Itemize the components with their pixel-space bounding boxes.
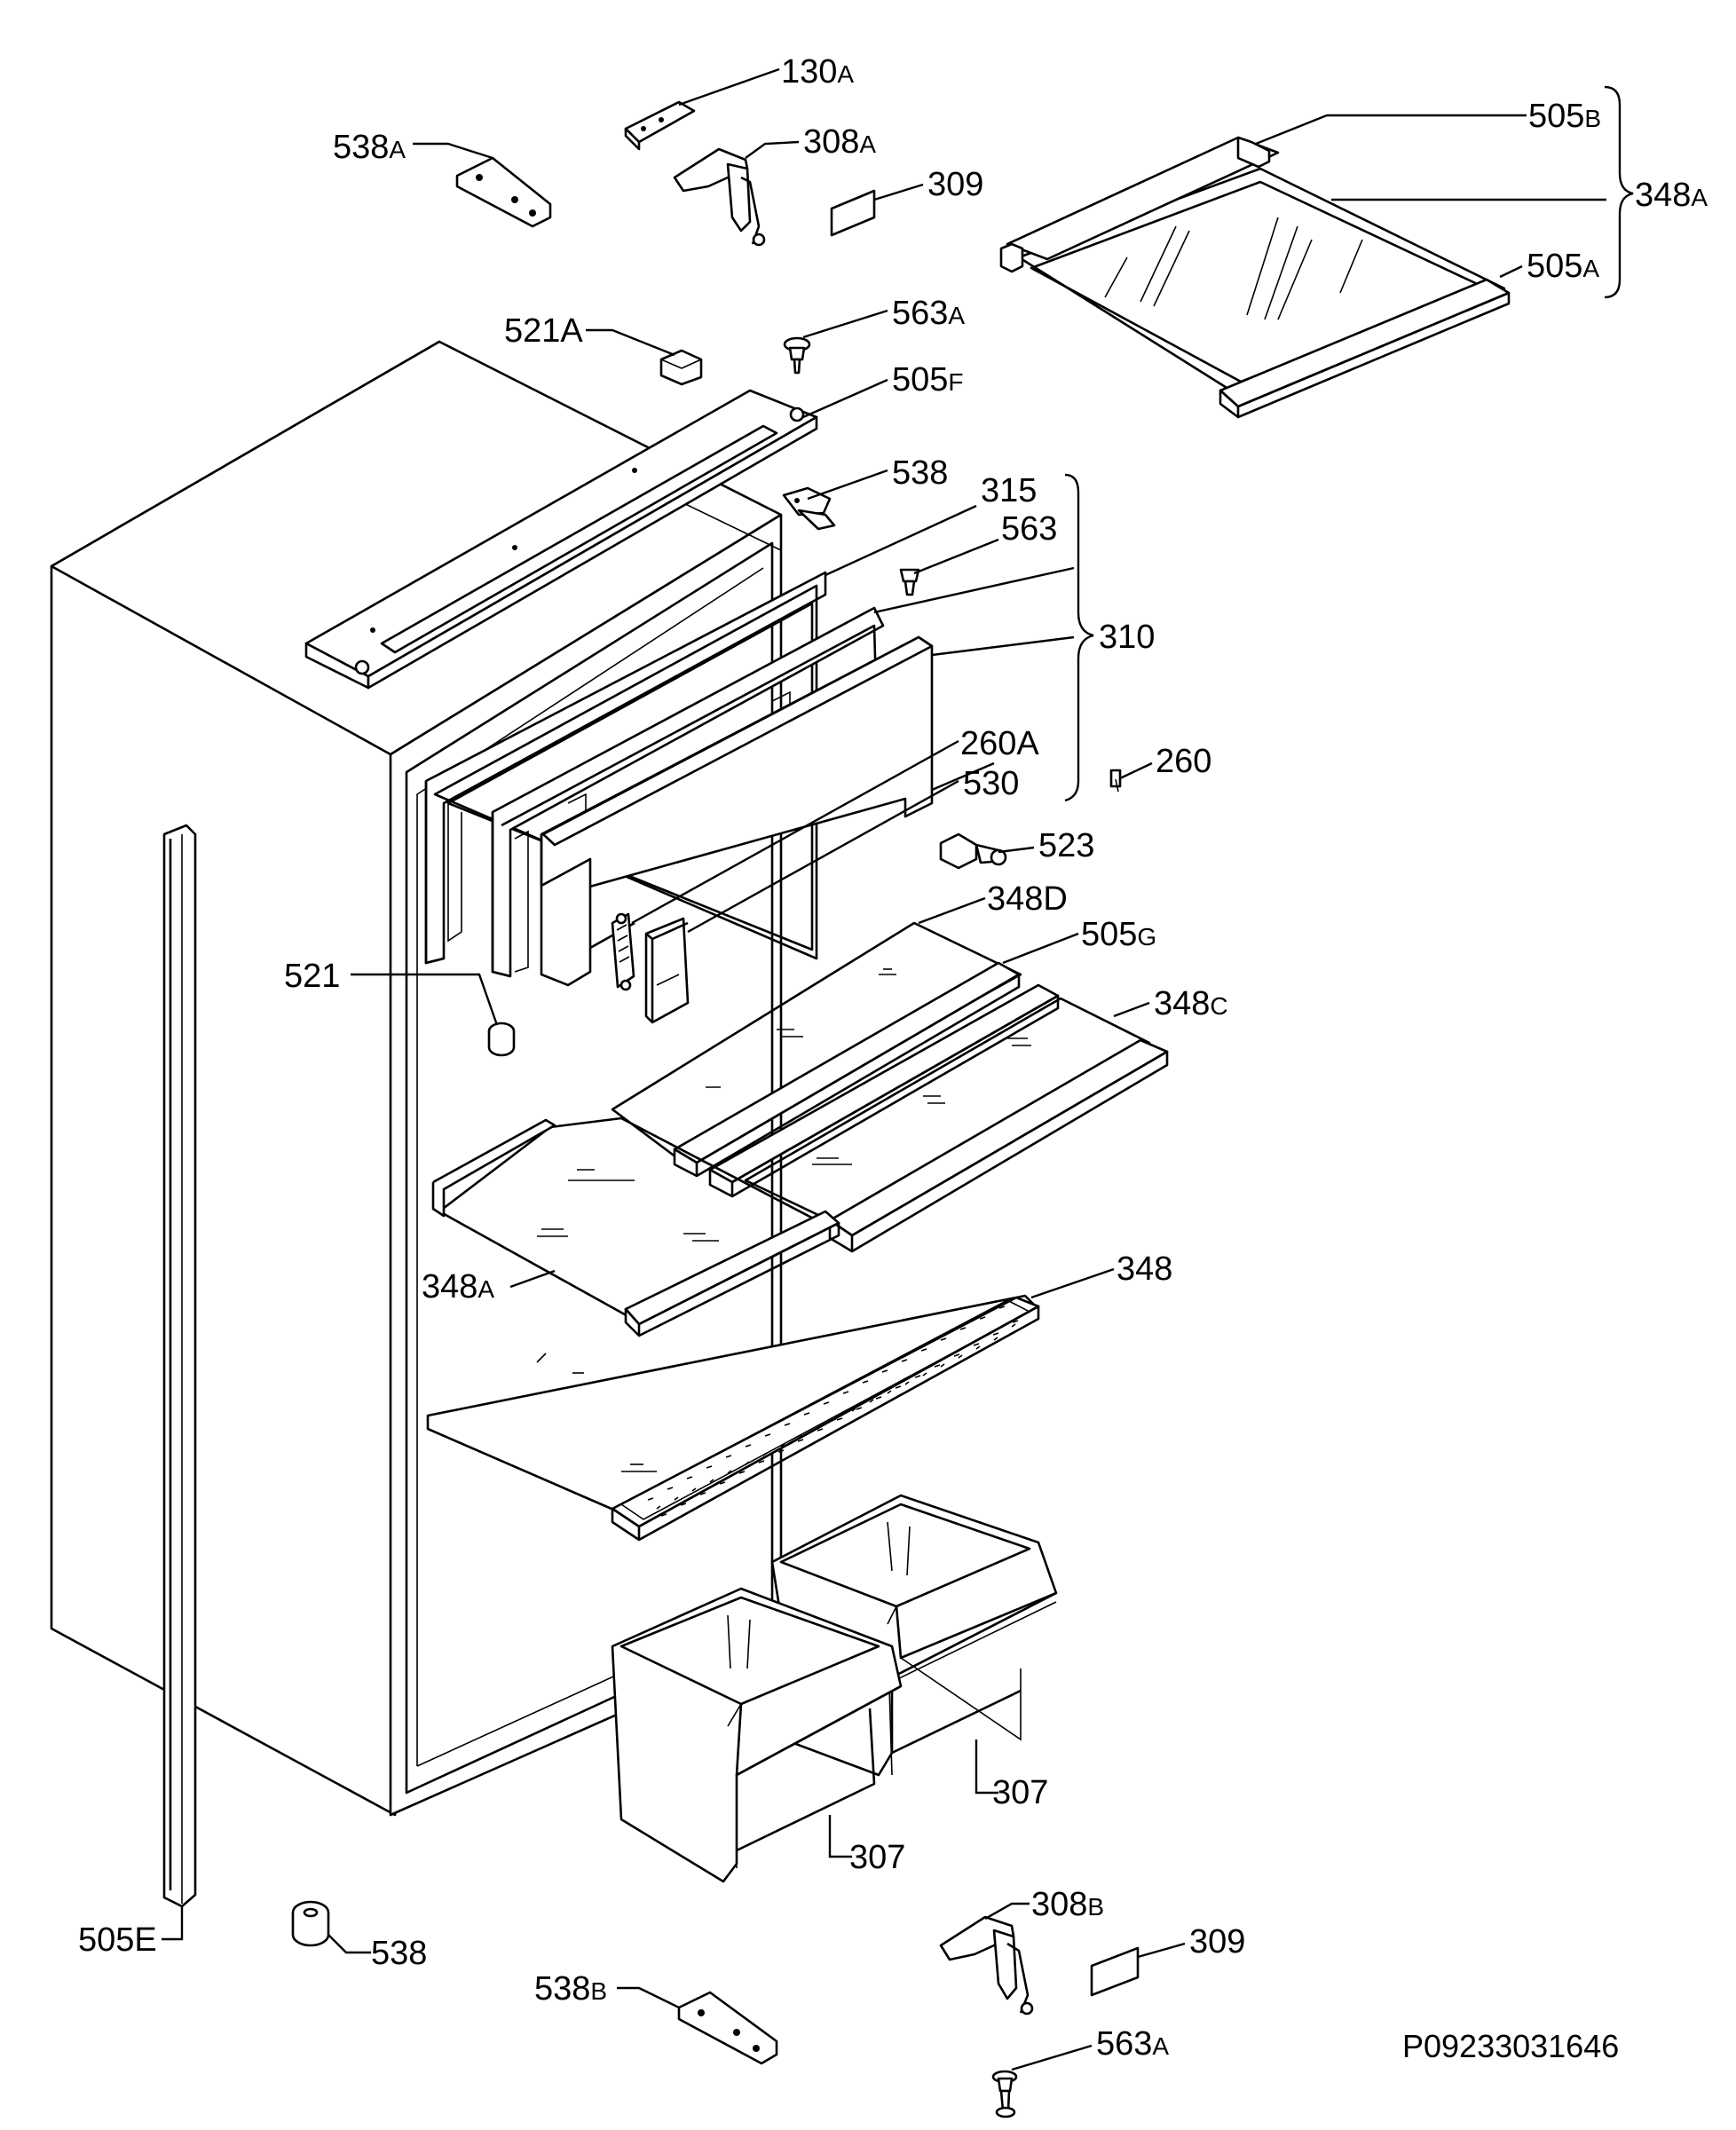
label-315: 315 (981, 472, 1037, 509)
part-260-clip (1109, 769, 1122, 793)
label-521: 521 (284, 958, 340, 995)
label-538b: 538B (534, 1970, 607, 2008)
leader-lines (162, 67, 1634, 2071)
label-348a-top: 348A (1635, 177, 1708, 214)
label-348d: 348D (987, 880, 1068, 918)
label-563: 563 (1001, 510, 1057, 548)
label-505g: 505G (1081, 916, 1156, 953)
part-308a-hinge (673, 147, 766, 247)
label-505a: 505A (1527, 248, 1599, 285)
label-348a-mid: 348A (422, 1268, 494, 1306)
top-trim-strip (304, 389, 818, 690)
label-563a-bottom: 563A (1096, 2025, 1169, 2063)
door-seal-strip (162, 824, 197, 1908)
shelf-rail-505g (673, 961, 1060, 1198)
glass-shelf-348d (611, 921, 1022, 1164)
door-handle-block (644, 917, 690, 1024)
part-538b-hinge-plate (677, 1991, 778, 2065)
label-505f: 505F (892, 361, 964, 398)
label-505b: 505B (1528, 98, 1601, 135)
label-308a: 308A (803, 123, 876, 161)
label-538a: 538A (333, 129, 406, 166)
label-505e: 505E (78, 1921, 157, 1959)
door-hinge-latch (611, 912, 635, 991)
glass-shelf-top (999, 136, 1511, 419)
label-523: 523 (1038, 827, 1094, 864)
part-563a-screw-bottom (991, 2070, 1018, 2118)
drawing-code: P09233031646 (1402, 2028, 1619, 2064)
label-563a-top: 563A (892, 295, 965, 332)
label-260a: 260A (960, 725, 1039, 762)
glass-shelf-348c (744, 997, 1169, 1253)
part-labels: 130A 538A 308A 309 505B 348A 505A 521A 5… (78, 53, 1708, 2064)
label-521a: 521A (504, 312, 583, 350)
label-530: 530 (963, 765, 1019, 802)
part-309-label-top (830, 189, 876, 237)
part-538-foot (291, 1900, 330, 1947)
part-309-label-bottom (1090, 1946, 1140, 1997)
drawer-307-left (611, 1587, 903, 1883)
label-309-bottom: 309 (1189, 1923, 1245, 1960)
part-521a-cap (659, 349, 703, 386)
part-521-plug (487, 1022, 516, 1057)
label-348c: 348C (1154, 985, 1228, 1022)
label-307-left: 307 (849, 1839, 905, 1876)
part-523-switch (939, 832, 1007, 870)
label-260: 260 (1156, 743, 1211, 780)
part-538a-hinge-plate (455, 156, 552, 228)
label-309-top: 309 (927, 166, 983, 203)
label-308b: 308B (1031, 1886, 1104, 1923)
part-538-latch (782, 486, 836, 531)
bottom-shelf-348 (426, 1294, 1040, 1542)
part-130a-bracket (624, 100, 696, 151)
label-348: 348 (1117, 1250, 1172, 1288)
glass-shelf-348a-mid (431, 1116, 840, 1337)
part-308b-hinge (939, 1915, 1034, 2016)
freezer-door (540, 635, 934, 987)
perforation-pattern (647, 1306, 1019, 1517)
label-310: 310 (1099, 619, 1155, 656)
part-563a-screw-top (783, 336, 811, 375)
cabinet-body (50, 340, 783, 1817)
label-130a: 130A (781, 53, 854, 91)
label-538-foot: 538 (371, 1935, 427, 1972)
label-538: 538 (892, 454, 948, 492)
label-307-right: 307 (992, 1774, 1048, 1811)
